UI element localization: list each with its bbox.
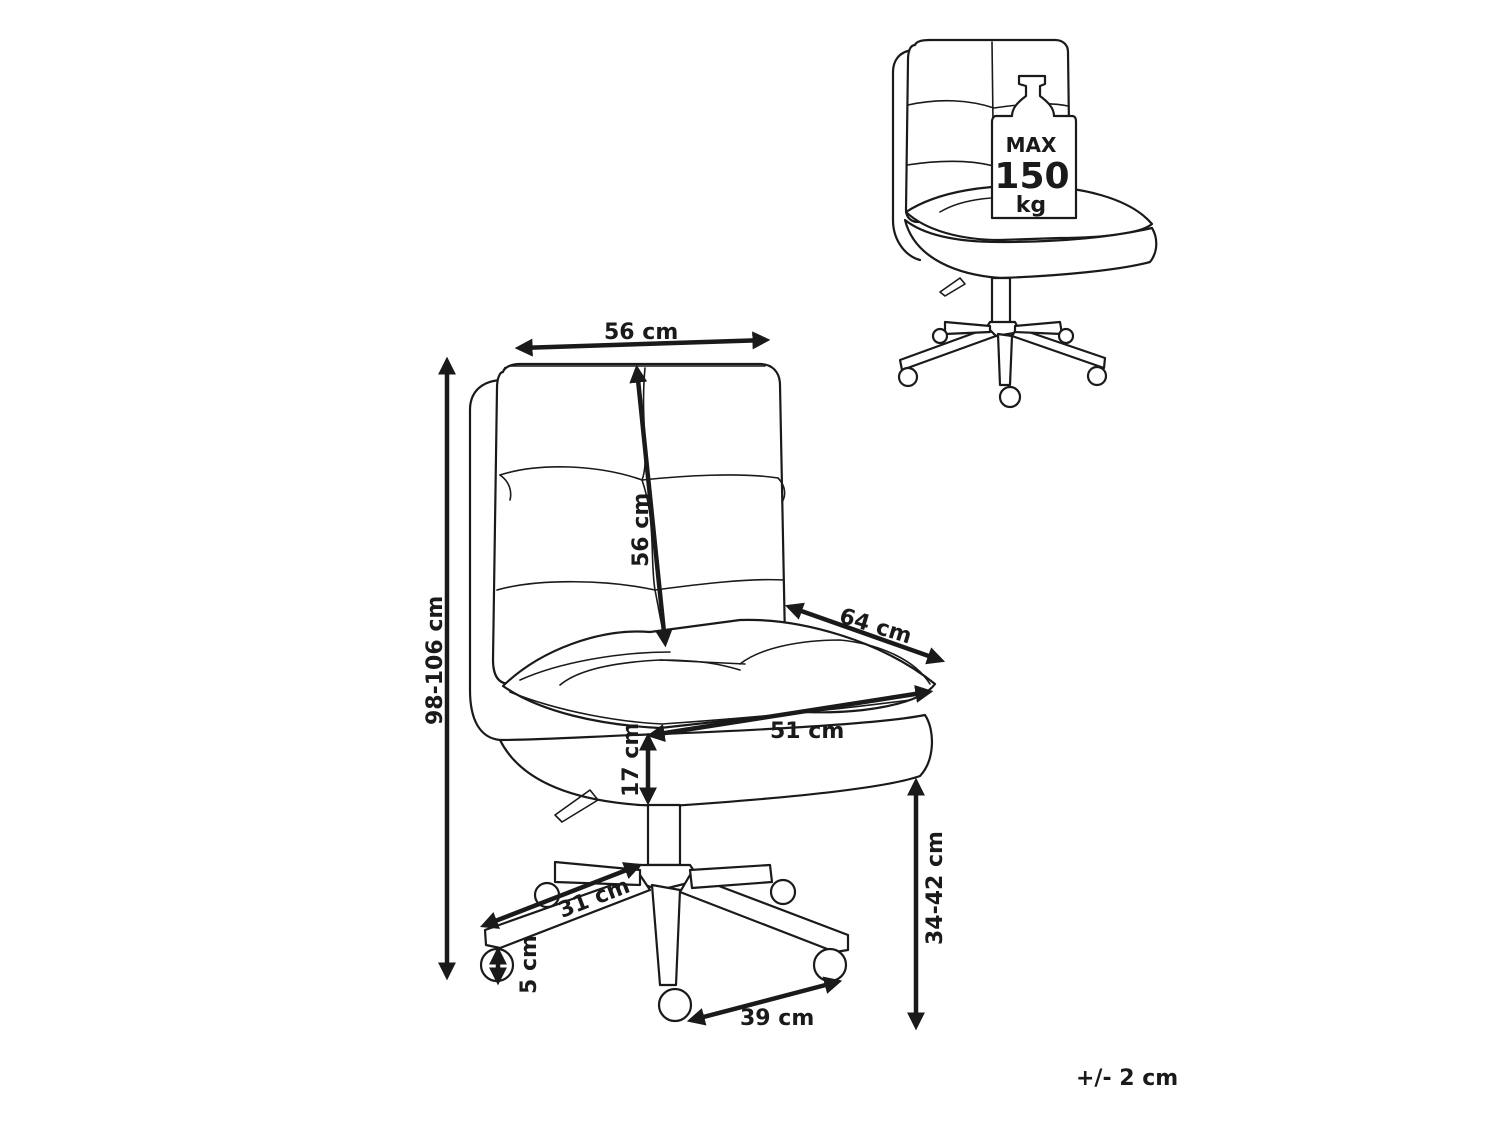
seat-width-label: 51 cm [770, 719, 844, 744]
office-chair-icon [891, 38, 1158, 409]
seat-height-label: 34-42 cm [923, 831, 948, 945]
weight-value: 150 [994, 156, 1069, 197]
backrest-width-label: 56 cm [604, 320, 678, 345]
backrest-height-label: 56 cm [629, 493, 654, 567]
weight-max-label: MAX [1006, 133, 1057, 157]
dimension-lines [438, 331, 946, 1031]
wheel-height-label: 5 cm [517, 935, 542, 994]
weight-icon [990, 74, 1078, 220]
tolerance-note: +/- 2 cm [1076, 1066, 1179, 1091]
wheel-spacing-label: 39 cm [740, 1006, 814, 1031]
seat-thickness-label: 17 cm [619, 723, 644, 797]
main-chair-drawing [468, 362, 937, 1023]
total-height-label: 98-106 cm [423, 596, 448, 725]
weight-unit: kg [1016, 193, 1046, 218]
